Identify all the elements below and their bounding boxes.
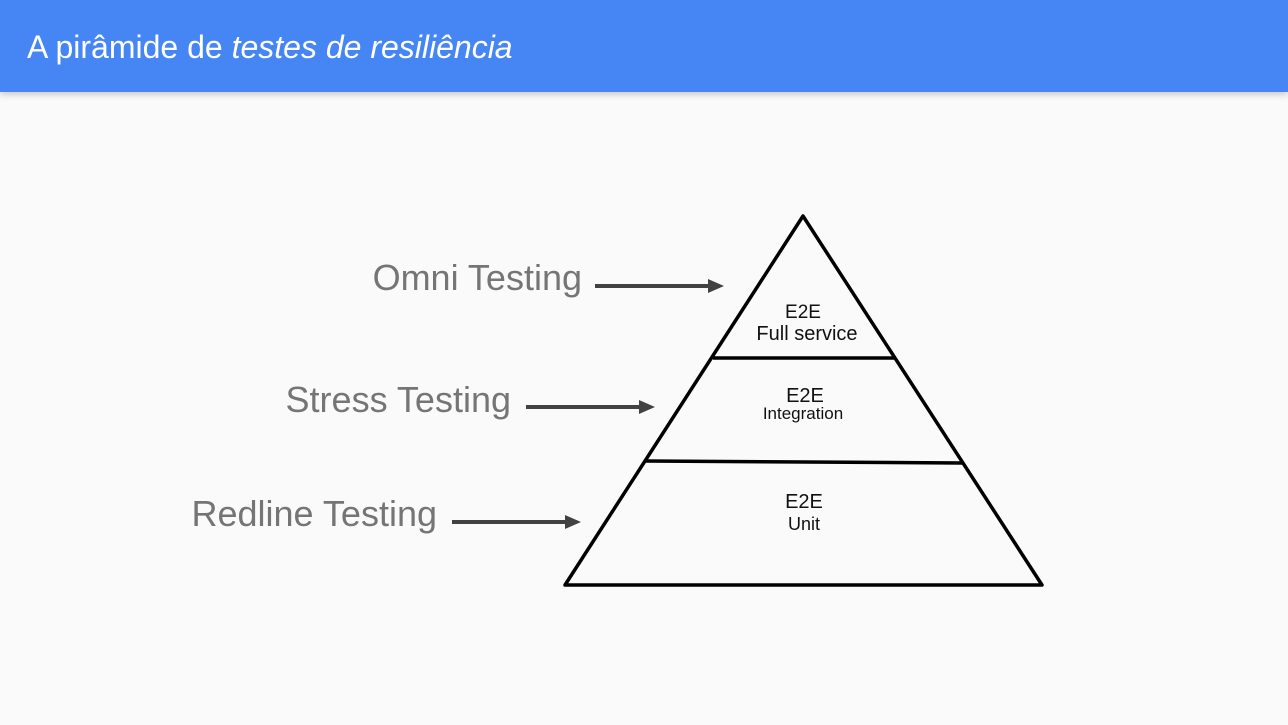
- stress-testing-label: Stress Testing: [285, 379, 511, 420]
- slide-title: A pirâmide de testes de resiliência: [27, 28, 513, 66]
- omni-arrow: [595, 279, 724, 293]
- title-bar: A pirâmide de testes de resiliência: [0, 0, 1288, 92]
- tier-unit: E2E Unit: [785, 491, 823, 534]
- tier-full-service-line1: E2E: [785, 302, 821, 323]
- redline-arrow: [452, 515, 581, 529]
- tier-unit-line2: Unit: [788, 514, 820, 534]
- title-plain-text: A pirâmide de: [27, 29, 232, 65]
- arrows: [452, 279, 724, 529]
- title-italic-text: testes de resiliência: [231, 29, 513, 65]
- tier-integration: E2E Integration: [763, 385, 843, 423]
- stress-arrow: [526, 400, 655, 414]
- pyramid-divider-bottom: [645, 459, 963, 465]
- omni-testing-label: Omni Testing: [372, 257, 582, 298]
- redline-testing-label: Redline Testing: [191, 493, 438, 534]
- tier-full-service: E2E Full service: [756, 302, 857, 345]
- pyramid-outline: [563, 214, 1044, 587]
- tier-unit-line1: E2E: [785, 491, 823, 513]
- tier-integration-line2: Integration: [763, 404, 843, 423]
- tier-full-service-line2: Full service: [756, 323, 857, 345]
- pyramid-shape: [563, 214, 1044, 587]
- tier-integration-line1: E2E: [786, 385, 824, 407]
